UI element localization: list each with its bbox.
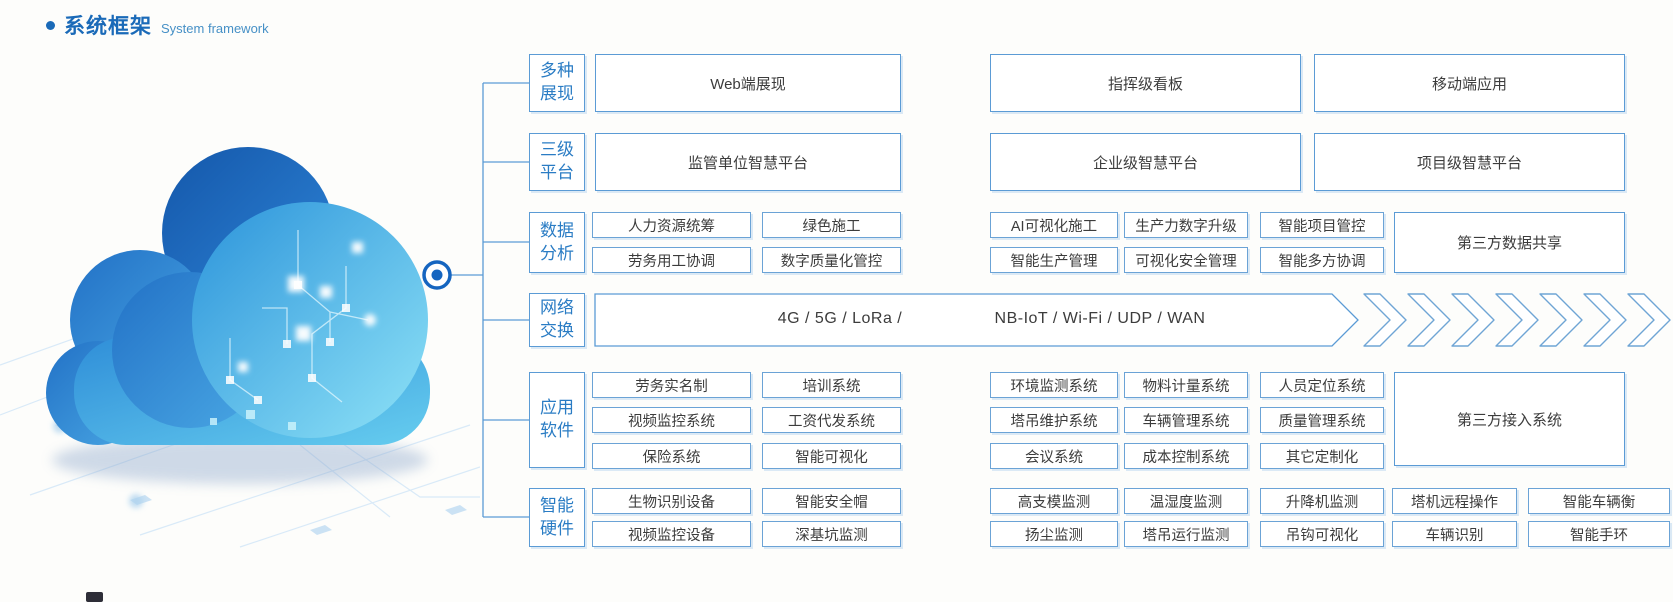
framework-node: 扬尘监测 <box>990 521 1118 547</box>
framework-node: 绿色施工 <box>762 212 901 238</box>
framework-node: 物料计量系统 <box>1124 372 1248 398</box>
framework-node: 升降机监测 <box>1260 488 1384 514</box>
framework-node: 智能车辆衡 <box>1528 488 1670 514</box>
framework-node: 智能项目管控 <box>1260 212 1384 238</box>
category-platform: 三级 平台 <box>529 133 585 191</box>
cloud-body <box>46 147 430 445</box>
title-bullet-icon <box>46 21 55 30</box>
framework-node: 深基坑监测 <box>762 521 901 547</box>
framework-node: 保险系统 <box>592 443 751 469</box>
framework-node: 环境监测系统 <box>990 372 1118 398</box>
framework-node: 吊钩可视化 <box>1260 521 1384 547</box>
framework-node: 智能安全帽 <box>762 488 901 514</box>
framework-node: 会议系统 <box>990 443 1118 469</box>
framework-node: 企业级智慧平台 <box>990 133 1301 191</box>
framework-node: 视频监控设备 <box>592 521 751 547</box>
framework-node: 可视化安全管理 <box>1124 247 1248 273</box>
framework-node: 项目级智慧平台 <box>1314 133 1625 191</box>
framework-node: 劳务用工协调 <box>592 247 751 273</box>
page-title-bar: 系统框架 System framework <box>46 10 269 40</box>
framework-node: 其它定制化 <box>1260 443 1384 469</box>
framework-node: 移动端应用 <box>1314 54 1625 112</box>
framework-node: 智能多方协调 <box>1260 247 1384 273</box>
cloud-shadow <box>52 436 428 484</box>
category-software: 应用 软件 <box>529 372 585 468</box>
framework-node: 质量管理系统 <box>1260 407 1384 433</box>
framework-node: 智能可视化 <box>762 443 901 469</box>
third-party-data-share-box: 第三方数据共享 <box>1394 212 1625 273</box>
category-network: 网络 交换 <box>529 293 585 347</box>
framework-node: 成本控制系统 <box>1124 443 1248 469</box>
framework-node: 塔吊运行监测 <box>1124 521 1248 547</box>
framework-node: 视频监控系统 <box>592 407 751 433</box>
framework-node: 培训系统 <box>762 372 901 398</box>
framework-node: 数字质量化管控 <box>762 247 901 273</box>
framework-node: 智能手环 <box>1528 521 1670 547</box>
network-protocols-left: 4G / 5G / LoRa / <box>777 310 903 327</box>
page-title: 系统框架 <box>64 15 152 38</box>
page-subtitle: System framework <box>161 21 269 36</box>
category-hardware: 智能 硬件 <box>529 488 585 547</box>
cloud-illustration <box>0 147 480 548</box>
framework-node: AI可视化施工 <box>990 212 1118 238</box>
circuit-board-lines <box>0 289 480 548</box>
framework-node: 塔机远程操作 <box>1392 488 1517 514</box>
framework-node: 劳务实名制 <box>592 372 751 398</box>
framework-node: 指挥级看板 <box>990 54 1301 112</box>
framework-node: 温湿度监测 <box>1124 488 1248 514</box>
third-party-access-box: 第三方接入系统 <box>1394 372 1625 466</box>
network-protocols-right: NB-IoT / Wi-Fi / UDP / WAN <box>994 310 1206 327</box>
link-node-icon <box>422 260 452 290</box>
framework-node: 车辆管理系统 <box>1124 407 1248 433</box>
flow-chevrons-icon <box>1363 293 1671 347</box>
framework-node: 工资代发系统 <box>762 407 901 433</box>
framework-node: 监管单位智慧平台 <box>595 133 901 191</box>
framework-node: 智能生产管理 <box>990 247 1118 273</box>
corner-fragment <box>86 592 103 602</box>
framework-node: 人员定位系统 <box>1260 372 1384 398</box>
framework-node: 生物识别设备 <box>592 488 751 514</box>
cloud-glow-dots <box>238 242 376 372</box>
cloud-circuit-traces <box>229 230 369 403</box>
cloud-circuit-nodes <box>226 281 350 404</box>
framework-node: Web端展现 <box>595 54 901 112</box>
framework-node: 车辆识别 <box>1392 521 1517 547</box>
framework-node: 高支模监测 <box>990 488 1118 514</box>
framework-node: 人力资源统筹 <box>592 212 751 238</box>
circuit-board-chips <box>55 365 467 535</box>
framework-node: 生产力数字升级 <box>1124 212 1248 238</box>
category-display: 多种 展现 <box>529 54 585 112</box>
framework-node: 塔吊维护系统 <box>990 407 1118 433</box>
category-data-analysis: 数据 分析 <box>529 212 585 273</box>
